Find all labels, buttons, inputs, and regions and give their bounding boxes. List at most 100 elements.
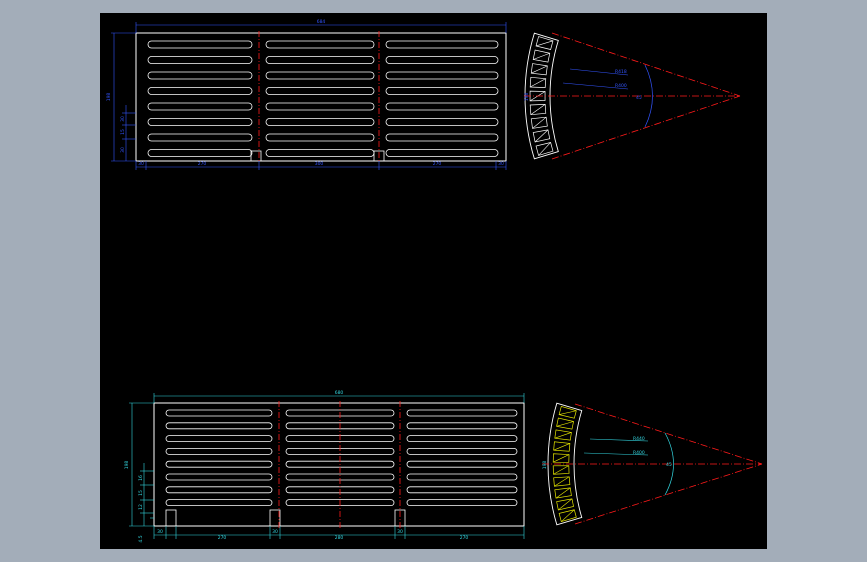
notch-group <box>250 150 385 162</box>
slot-group <box>165 409 518 507</box>
arc-segment <box>547 402 583 526</box>
bottom-dim-2: 270 <box>218 535 227 541</box>
slot <box>265 118 375 126</box>
slot <box>147 56 253 64</box>
slot <box>265 87 375 95</box>
bottom-dim-6: 270 <box>460 535 469 541</box>
hatch-line <box>558 498 573 511</box>
ray-lower <box>551 95 741 160</box>
slot <box>385 102 499 111</box>
overall-height-dim: 198 <box>106 93 112 102</box>
slot <box>147 118 253 126</box>
slot <box>385 56 499 64</box>
radius-leader <box>569 68 629 76</box>
slot <box>265 71 375 80</box>
hatch-cell <box>532 129 551 143</box>
hatch-line <box>555 487 571 499</box>
slot <box>385 149 499 157</box>
hatch-line <box>553 465 569 475</box>
left-dim-1: 16 <box>138 475 144 481</box>
bottom-dim-2: 270 <box>198 161 207 167</box>
slot <box>265 102 375 111</box>
plate-outline <box>153 402 525 527</box>
bottom-side-view: R440 R400 45 198 <box>542 402 763 526</box>
bottom-dim-5: 30 <box>498 161 504 167</box>
hatch-cell <box>535 36 554 50</box>
bottom-dim-3: 300 <box>315 161 324 167</box>
notch-group <box>165 509 406 527</box>
slot <box>406 473 518 481</box>
angle-label: 45 <box>636 95 642 101</box>
hatch-line <box>534 129 549 143</box>
slot <box>165 499 273 507</box>
cad-drawing-canvas[interactable]: 684 198 30 270 300 270 30 30 15 30 R418 … <box>100 13 767 549</box>
hatch-line <box>554 432 572 439</box>
left-dim-1: 30 <box>120 116 126 122</box>
side-height-dim: 198 <box>524 93 530 102</box>
slot <box>165 486 273 494</box>
slot <box>406 460 518 468</box>
radius-label-inner: R400 <box>633 450 645 456</box>
arc-segment <box>524 32 559 160</box>
slot <box>147 133 253 142</box>
slot <box>147 71 253 80</box>
angle-label: 45 <box>666 462 672 468</box>
hatch-cell <box>558 405 577 419</box>
top-side-view: R418 R400 45 198 <box>524 32 741 160</box>
slot <box>165 460 273 468</box>
slot <box>265 149 375 157</box>
radius-leader <box>583 452 649 456</box>
slot <box>147 87 253 95</box>
slot <box>265 40 375 49</box>
slot <box>165 422 273 430</box>
hatch-line <box>553 443 571 451</box>
hatch-cell <box>530 63 548 76</box>
radius-label-outer: R418 <box>615 69 627 75</box>
slot <box>385 133 499 142</box>
slot <box>406 435 518 443</box>
notch <box>269 509 281 527</box>
slot <box>147 40 253 49</box>
slot <box>406 409 518 417</box>
plate-outline <box>135 32 507 162</box>
hatch-line <box>532 116 547 129</box>
hatch-cell <box>529 103 547 116</box>
left-dim-3: 30 <box>120 147 126 153</box>
slot <box>385 87 499 95</box>
centerline-group <box>258 31 380 163</box>
hatch-line <box>530 78 546 88</box>
top-front-view: 684 198 30 270 300 270 30 30 15 30 <box>106 19 507 170</box>
slot <box>165 447 273 455</box>
left-dim-3: 12 <box>138 504 144 510</box>
slot <box>385 40 499 49</box>
hatch-line <box>554 476 570 487</box>
ray-upper <box>551 32 741 97</box>
ray-upper <box>574 403 763 465</box>
angle-arc <box>644 64 653 128</box>
hatch-cell <box>556 498 574 511</box>
hatch-cell <box>552 465 570 475</box>
notch <box>250 150 262 162</box>
left-dim-2: 15 <box>138 490 144 496</box>
slot <box>406 447 518 455</box>
bottom-dim-3: 30 <box>272 529 278 535</box>
slot <box>165 473 273 481</box>
bottom-dim-5: 30 <box>397 529 403 535</box>
bottom-dim-4: 270 <box>433 161 442 167</box>
slot <box>265 56 375 64</box>
cad-drawing-svg: 684 198 30 270 300 270 30 30 15 30 R418 … <box>106 19 763 543</box>
hatch-line <box>533 52 550 60</box>
hatch-line <box>530 104 546 115</box>
bottom-front-view: 680 198 30 270 30 280 30 270 16 15 12 4.… <box>124 390 525 543</box>
slot <box>165 409 273 417</box>
dimension-lines <box>129 393 525 539</box>
notch <box>165 509 177 527</box>
hatch-line <box>538 142 551 156</box>
hatch-cell <box>530 116 548 129</box>
centerline-group <box>278 401 401 528</box>
angle-arc <box>664 432 674 496</box>
radius-label-inner: R400 <box>615 83 627 89</box>
hatch-cell <box>553 476 571 487</box>
hatch-cell <box>532 49 551 63</box>
arc-outline <box>547 402 583 526</box>
